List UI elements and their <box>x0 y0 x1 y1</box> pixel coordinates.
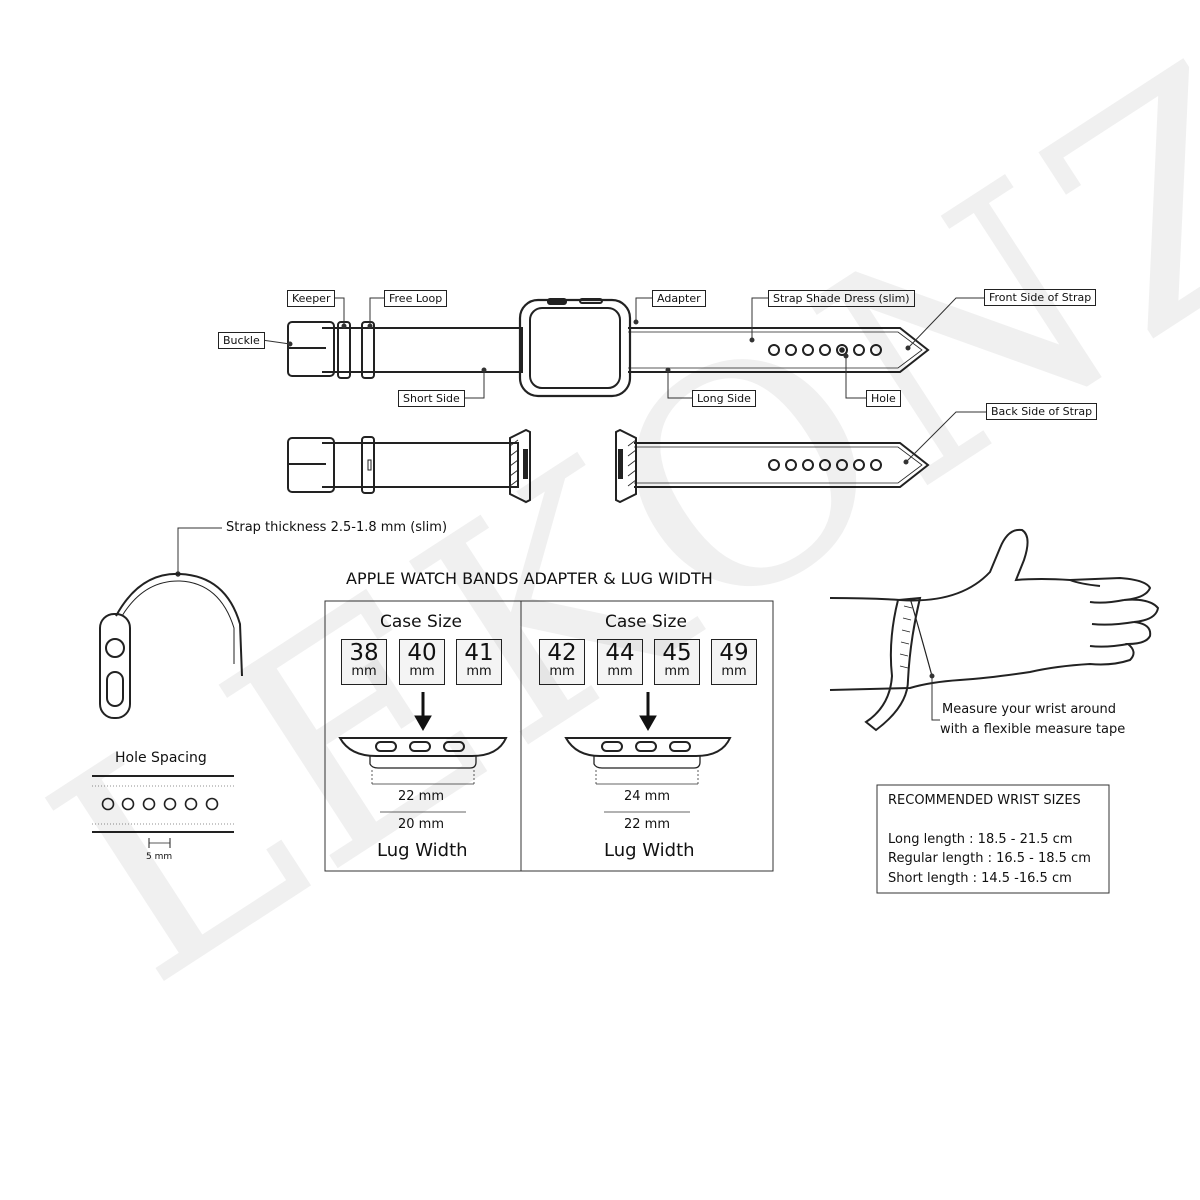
case-size-41: 41 mm <box>456 639 502 685</box>
adapter-section-title: APPLE WATCH BANDS ADAPTER & LUG WIDTH <box>346 569 713 588</box>
callout-front-side: Front Side of Strap <box>984 289 1097 306</box>
left-case-size-label: Case Size <box>380 612 462 632</box>
wrist-size-regular: Regular length : 16.5 - 18.5 cm <box>888 851 1091 866</box>
case-size-42: 42 mm <box>539 639 585 685</box>
left-lug-width-label: Lug Width <box>377 840 468 861</box>
hand-drawing <box>829 528 1160 732</box>
wrist-sizes-frame <box>876 784 1110 894</box>
thickness-label: Strap thickness 2.5-1.8 mm (slim) <box>226 520 448 535</box>
case-size-44: 44 mm <box>597 639 643 685</box>
measure-line-1: Measure your wrist around <box>942 702 1117 717</box>
top-strap-holes <box>768 344 882 356</box>
case-size-38: 38 mm <box>341 639 387 685</box>
callout-adapter: Adapter <box>652 290 706 307</box>
wrist-size-long: Long length : 18.5 - 21.5 cm <box>888 832 1073 847</box>
right-adapter-profile <box>564 737 732 757</box>
callout-back-side: Back Side of Strap <box>986 403 1098 420</box>
callout-strap-shade: Strap Shade Dress (slim) <box>768 290 915 307</box>
right-lug-width-label: Lug Width <box>604 840 695 861</box>
right-case-size-label: Case Size <box>605 612 687 632</box>
free-loop-shape <box>361 321 375 379</box>
strap-profile <box>115 572 243 677</box>
callout-keeper: Keeper <box>287 290 336 307</box>
left-adapter-width: 22 mm <box>398 789 445 804</box>
hole-spacing-value: 5 mm <box>146 852 173 862</box>
watch-case <box>518 298 632 398</box>
profile-buckle <box>99 613 131 719</box>
case-size-40: 40 mm <box>399 639 445 685</box>
callout-long-side: Long Side <box>692 390 756 407</box>
left-lug-width-value: 20 mm <box>398 817 445 832</box>
back-short-strap <box>322 442 519 488</box>
callout-free-loop: Free Loop <box>384 290 448 307</box>
case-size-49: 49 mm <box>711 639 757 685</box>
short-strap-shape <box>322 327 523 373</box>
right-adapter-width: 24 mm <box>624 789 671 804</box>
left-adapter-profile <box>338 737 508 757</box>
case-size-45: 45 mm <box>654 639 700 685</box>
wrist-sizes-title: RECOMMENDED WRIST SIZES <box>888 793 1081 808</box>
right-lug-width-value: 22 mm <box>624 817 671 832</box>
back-strap-holes <box>768 459 882 471</box>
left-adapter <box>509 428 531 504</box>
watch-screen <box>529 307 621 389</box>
keeper-shape <box>337 321 351 379</box>
hole-spacing-title: Hole Spacing <box>115 750 207 766</box>
callout-hole: Hole <box>866 390 901 407</box>
measure-line-2: with a flexible measure tape <box>940 722 1126 737</box>
callout-buckle: Buckle <box>218 332 265 349</box>
adapter-frame <box>324 600 774 872</box>
right-adapter <box>615 428 637 504</box>
long-strap-shape <box>628 327 930 373</box>
callout-short-side: Short Side <box>398 390 465 407</box>
back-long-strap <box>634 442 930 488</box>
spacing-holes <box>101 797 219 811</box>
wrist-size-short: Short length : 14.5 -16.5 cm <box>888 871 1072 886</box>
